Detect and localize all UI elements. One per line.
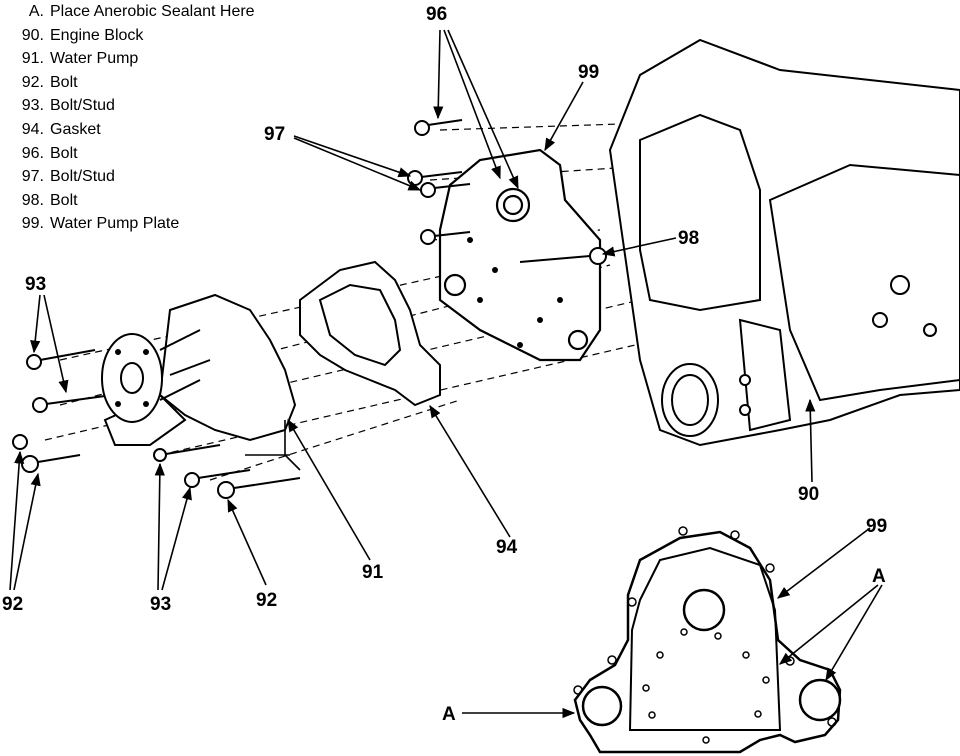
legend-label: Bolt (50, 191, 78, 209)
bracket-lines (245, 420, 301, 471)
legend-row-93: 93. Bolt/Stud (6, 94, 255, 118)
legend-key: 97. (21, 168, 44, 186)
legend-key: A. (28, 3, 44, 20)
engine-block (608, 38, 960, 447)
bolts (12, 119, 607, 499)
plate-inset-view (573, 526, 842, 754)
callout-92-left: 92 (2, 594, 23, 615)
legend-row-92: 92. Bolt (6, 71, 255, 95)
legend-row-94: 94. Gasket (6, 118, 255, 142)
callout-99-inset: 99 (866, 516, 887, 537)
parts-legend: A. Place Anerobic Sealant Here 90. Engine … (6, 0, 255, 236)
bolt-stud-97 (407, 170, 471, 245)
legend-row-90: 90. Engine Block (6, 24, 255, 48)
legend-key: 92. (21, 73, 44, 91)
callout-99-top: 99 (578, 62, 599, 83)
callout-labels: 96 99 97 98 93 90 94 91 92 93 92 99 A A (2, 4, 887, 725)
callout-93-left: 93 (25, 274, 46, 295)
legend-key: 94. (21, 120, 44, 138)
legend-label: Engine Block (50, 26, 144, 44)
legend-label: Bolt/Stud (50, 97, 115, 115)
legend-label: Bolt/Stud (50, 168, 115, 186)
legend-key: 91. (21, 50, 44, 68)
bolt-stud-93 (26, 349, 251, 488)
legend-row-99: 99. Water Pump Plate (6, 212, 255, 236)
legend-row-96: 96. Bolt (6, 142, 255, 166)
callout-a-right: A (872, 566, 886, 587)
bolt-96 (414, 119, 463, 136)
callout-91: 91 (362, 562, 384, 583)
legend-row-97: 97. Bolt/Stud (6, 165, 255, 189)
legend-key: 90. (21, 26, 44, 44)
legend-row-98: 98. Bolt (6, 189, 255, 213)
callout-a-left: A (442, 704, 456, 725)
legend-key: 99. (21, 215, 44, 233)
water-pump (101, 293, 297, 446)
callout-97: 97 (264, 124, 285, 145)
callout-90: 90 (798, 484, 819, 505)
callout-94: 94 (496, 537, 518, 558)
bolt-92 (12, 434, 301, 499)
legend-key: 93. (21, 97, 44, 115)
legend-label: Water Pump (50, 50, 139, 68)
gasket (299, 260, 441, 407)
legend-label: Bolt (50, 73, 78, 91)
legend-label: Place Anerobic Sealant Here (50, 3, 255, 20)
water-pump-plate (438, 148, 602, 362)
legend-label: Bolt (50, 144, 78, 162)
legend-row-91: 91. Water Pump (6, 47, 255, 71)
callout-93-bottom: 93 (150, 594, 171, 615)
legend-label: Gasket (50, 120, 101, 138)
callout-92-bottom: 92 (256, 590, 277, 611)
leader-arrows (9, 29, 883, 719)
callout-96: 96 (426, 4, 447, 25)
legend-key: 98. (21, 191, 44, 209)
callout-98: 98 (678, 228, 699, 249)
legend-row-a: A. Place Anerobic Sealant Here (6, 0, 255, 24)
legend-key: 96. (21, 144, 44, 162)
legend-label: Water Pump Plate (50, 215, 180, 233)
